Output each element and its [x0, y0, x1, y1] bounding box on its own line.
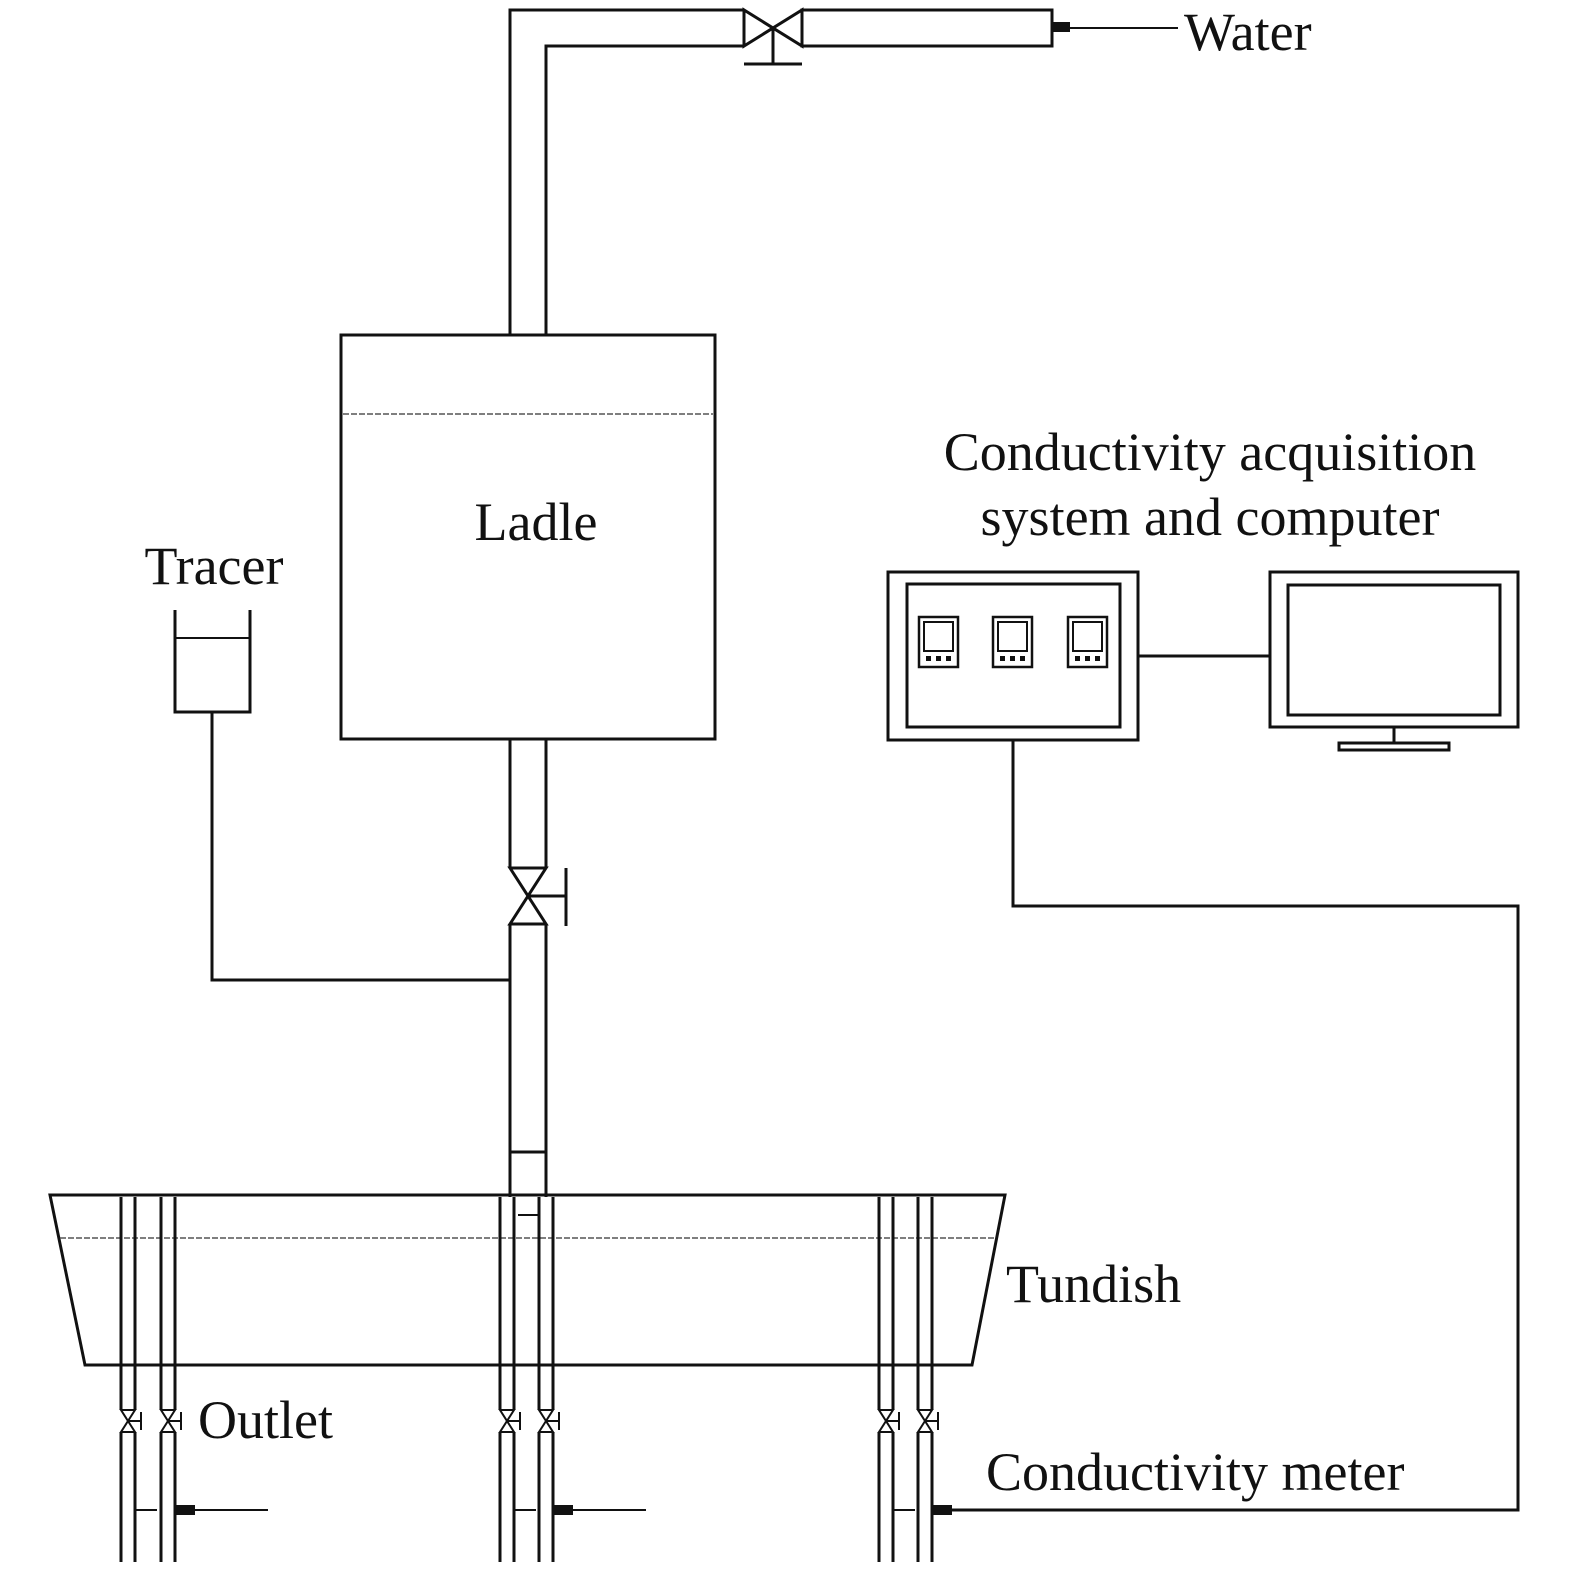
ladle-label: Ladle: [475, 492, 598, 552]
outlet-nozzle: [877, 1197, 900, 1562]
outlet-nozzle: [537, 1197, 560, 1562]
conductivity-meter-display: [1066, 615, 1109, 669]
outlet-valve: [916, 1409, 939, 1433]
conductivity-meter-label: Conductivity meter: [986, 1442, 1404, 1502]
water-inlet-pipe: [508, 8, 1178, 335]
outlet-nozzle: [916, 1197, 939, 1562]
outlet-valve: [498, 1409, 521, 1433]
outlet-label: Outlet: [198, 1390, 333, 1450]
tundish-label: Tundish: [1006, 1254, 1181, 1314]
conductivity-probe: [135, 1505, 268, 1515]
conductivity-meter-display: [917, 615, 960, 669]
outlet-nozzle: [498, 1197, 521, 1562]
water-valve: [742, 7, 804, 66]
outlet-valve: [159, 1409, 182, 1433]
computer-monitor: [1268, 570, 1520, 752]
ladle-vessel: [339, 333, 717, 741]
outlet-valve: [537, 1409, 560, 1433]
outlet-nozzle: [119, 1197, 142, 1562]
tundish-vessel: [48, 1193, 1007, 1367]
conductivity-probe: [893, 1505, 952, 1515]
acquisition-label-line1: Conductivity acquisition: [944, 422, 1476, 482]
conductivity-meter-display: [991, 615, 1034, 669]
water-label: Water: [1184, 2, 1312, 62]
outlet-valve: [119, 1409, 142, 1433]
ladle-valve: [507, 866, 568, 926]
tracer-beaker: [173, 610, 510, 982]
outlet-nozzle: [159, 1197, 182, 1562]
acquisition-label-line2: system and computer: [981, 487, 1440, 547]
outlet-valve: [877, 1409, 900, 1433]
ladle-shroud-pipe: [508, 739, 548, 1216]
conductivity-probe: [514, 1505, 646, 1515]
tracer-label: Tracer: [145, 536, 284, 596]
acquisition-unit: [886, 570, 1140, 742]
meter-signal-cable: [940, 740, 1520, 1512]
